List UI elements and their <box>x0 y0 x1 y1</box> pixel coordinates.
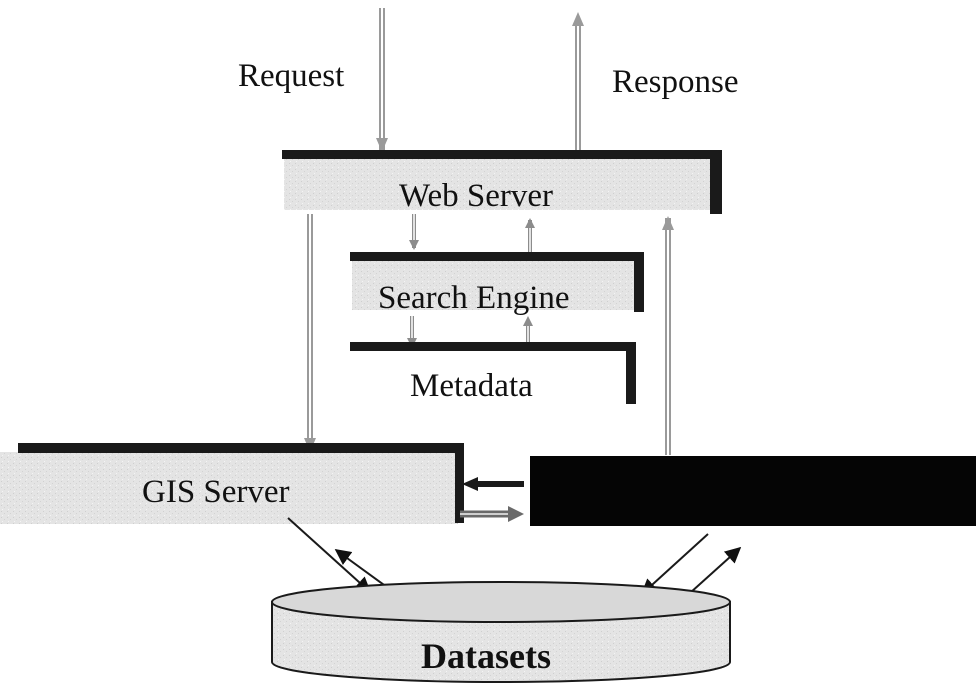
gis-to-block-arrow <box>460 506 524 522</box>
response-arrow <box>572 12 584 155</box>
web-server-box <box>282 150 722 214</box>
block-to-datasets-arrow <box>640 533 709 596</box>
gis-server-box <box>0 443 464 524</box>
metadata-label: Metadata <box>410 368 533 404</box>
search-engine-box <box>350 252 644 312</box>
search-engine-label: Search Engine <box>378 280 570 316</box>
request-arrow <box>376 8 388 152</box>
web-to-gis-arrow <box>304 214 316 452</box>
dark-block-to-web-arrow <box>662 216 674 455</box>
search-to-web-arrow <box>525 218 535 252</box>
request-label: Request <box>238 58 344 94</box>
response-label: Response <box>612 64 739 100</box>
block-to-gis-arrow <box>462 477 524 491</box>
web-to-search-arrow <box>409 214 419 250</box>
gis-to-datasets-arrow <box>287 517 372 594</box>
metadata-box <box>350 342 636 404</box>
datasets-cylinder <box>271 581 731 683</box>
web-server-label: Web Server <box>399 178 553 214</box>
gis-server-label: GIS Server <box>142 474 290 510</box>
dark-block <box>530 456 976 526</box>
datasets-label: Datasets <box>421 636 551 676</box>
